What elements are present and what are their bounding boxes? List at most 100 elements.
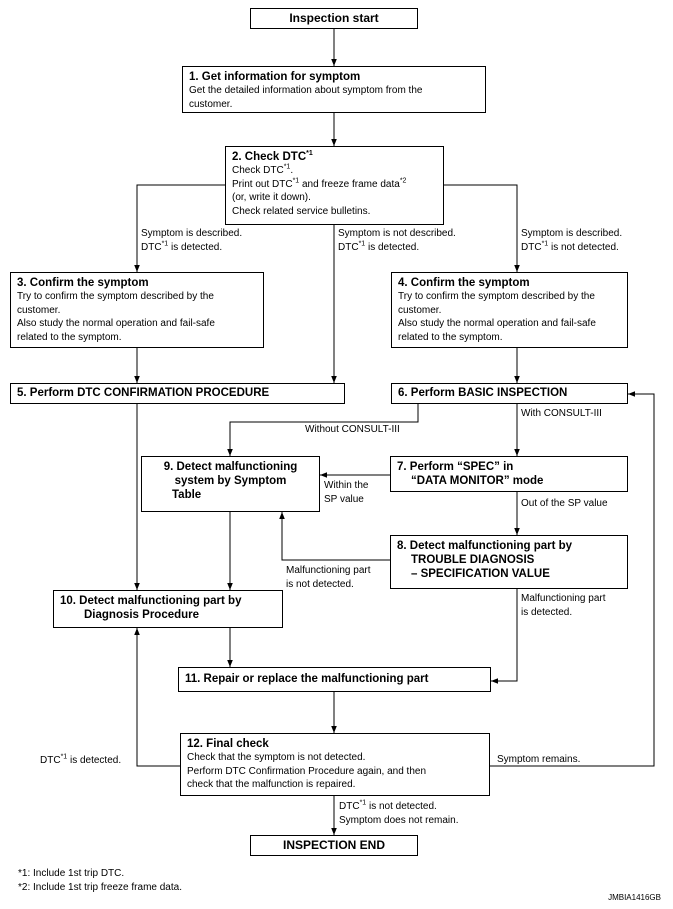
node-step-4: 4. Confirm the symptom Try to confirm th… bbox=[391, 272, 628, 348]
label-out-of-sp: Out of the SP value bbox=[521, 498, 608, 509]
node-step-8: 8. Detect malfunctioning part by TROUBLE… bbox=[390, 535, 628, 589]
step-12-line: Perform DTC Confirmation Procedure again… bbox=[187, 765, 427, 777]
label-symptom-remains: Symptom remains. bbox=[497, 754, 581, 765]
label-line: Within the bbox=[324, 480, 369, 491]
label-symptom-described-dtc-not-detected: Symptom is described. DTC*1 is not detec… bbox=[521, 227, 622, 254]
arrow-2-to-4 bbox=[444, 184, 520, 272]
step-2-line: Print out DTC*1 and freeze frame data*2 bbox=[232, 177, 437, 192]
footnote-ref: *1 bbox=[283, 163, 291, 171]
label-text: DTC bbox=[338, 241, 359, 253]
step-10-title-line: Diagnosis Procedure bbox=[84, 609, 200, 621]
step-4-line: customer. bbox=[398, 304, 442, 316]
label-malfunction-not-detected: Malfunctioning part is not detected. bbox=[286, 564, 371, 591]
step-1-title: 1. Get information for symptom bbox=[189, 71, 361, 83]
arrow-8-to-9 bbox=[279, 512, 390, 561]
step-3-line: related to the symptom. bbox=[17, 331, 122, 343]
label-without-consult: Without CONSULT-III bbox=[305, 424, 400, 435]
label-dtc-detected: DTC*1 is detected. bbox=[40, 754, 121, 768]
node-step-10: 10. Detect malfunctioning part by Diagno… bbox=[53, 590, 283, 628]
label-line: is not detected. bbox=[286, 578, 354, 590]
step-12-title: 12. Final check bbox=[187, 738, 269, 750]
node-inspection-start-label: Inspection start bbox=[289, 10, 379, 25]
label-dtc-not-detected-symptom-gone: DTC*1 is not detected. Symptom does not … bbox=[339, 800, 459, 827]
step-12-line: Check that the symptom is not detected. bbox=[187, 752, 366, 763]
label-line: DTC*1 is detected. bbox=[338, 240, 456, 255]
label-text: is detected. bbox=[67, 755, 122, 766]
footnote-ref: *1 bbox=[60, 753, 68, 761]
label-line: Symptom is not described. bbox=[338, 228, 456, 239]
label-line: Symptom is described. bbox=[521, 228, 623, 239]
step-2-line: Check related service bulletins. bbox=[232, 205, 371, 217]
node-step-5: 5. Perform DTC CONFIRMATION PROCEDURE bbox=[10, 383, 345, 404]
step-8-title-line: 8. Detect malfunctioning part by bbox=[397, 540, 573, 552]
step-9-title-line: Table bbox=[172, 489, 202, 501]
step-4-line: Also study the normal operation and fail… bbox=[398, 318, 596, 329]
label-text: DTC bbox=[141, 241, 162, 253]
step-2-title: 2. Check DTC*1 bbox=[232, 150, 437, 164]
label-text: DTC bbox=[521, 241, 542, 253]
label-line: Symptom is described. bbox=[141, 228, 243, 239]
label-line: Symptom does not remain. bbox=[339, 814, 459, 826]
step-2-line: Check DTC*1. bbox=[232, 164, 437, 178]
arrow-8-to-11 bbox=[491, 589, 518, 684]
label-text: is detected. bbox=[168, 241, 223, 253]
step-4-title: 4. Confirm the symptom bbox=[398, 277, 530, 289]
label-line: is detected. bbox=[521, 606, 573, 618]
label-malfunction-detected: Malfunctioning part is detected. bbox=[521, 592, 606, 619]
label-line: SP value bbox=[324, 493, 364, 505]
step-5-title: 5. Perform DTC CONFIRMATION PROCEDURE bbox=[17, 387, 270, 399]
step-9-title-line: system by Symptom bbox=[174, 475, 287, 487]
node-step-1: 1. Get information for symptom Get the d… bbox=[182, 66, 486, 113]
footnote-ref: *1 bbox=[358, 240, 366, 248]
step-8-title-line: TROUBLE DIAGNOSIS bbox=[411, 554, 535, 566]
footnote-ref: *1 bbox=[161, 240, 169, 248]
step-8-title-line: – SPECIFICATION VALUE bbox=[411, 568, 550, 580]
footnote-2: *2: Include 1st trip freeze frame data. bbox=[18, 882, 182, 893]
label-text: DTC bbox=[339, 801, 360, 812]
node-step-3: 3. Confirm the symptom Try to confirm th… bbox=[10, 272, 264, 348]
step-12-line: check that the malfunction is repaired. bbox=[187, 779, 356, 790]
node-step-7: 7. Perform “SPEC” in “DATA MONITOR” mode bbox=[390, 456, 628, 492]
label-line: Malfunctioning part bbox=[286, 565, 371, 576]
step-3-line: Try to confirm the symptom described by … bbox=[17, 291, 214, 302]
node-step-12: 12. Final check Check that the symptom i… bbox=[180, 733, 490, 796]
step-1-line: Get the detailed information about sympt… bbox=[189, 85, 423, 96]
arrow-12-to-6 bbox=[490, 391, 655, 767]
label-text: DTC bbox=[40, 755, 61, 766]
label-text: is not detected. bbox=[548, 241, 619, 253]
label-text: is not detected. bbox=[366, 801, 437, 812]
footnote-ref: *1 bbox=[306, 150, 313, 158]
step-7-title-line: “DATA MONITOR” mode bbox=[411, 475, 544, 487]
node-inspection-end-label: INSPECTION END bbox=[282, 837, 385, 852]
step-2-line: (or, write it down). bbox=[232, 192, 311, 203]
node-inspection-start: Inspection start bbox=[250, 8, 418, 29]
arrow-6-to-9 bbox=[227, 404, 419, 456]
step-7-title-line: 7. Perform “SPEC” in bbox=[397, 461, 514, 473]
arrow-12-to-10 bbox=[134, 628, 180, 767]
step-3-line: Also study the normal operation and fail… bbox=[17, 318, 215, 329]
node-inspection-end: INSPECTION END bbox=[250, 835, 418, 856]
label-line: DTC*1 is not detected. bbox=[339, 800, 459, 814]
label-with-consult: With CONSULT-III bbox=[521, 408, 602, 419]
step-2-line-text: Print out DTC bbox=[232, 178, 293, 190]
node-step-6: 6. Perform BASIC INSPECTION bbox=[391, 383, 628, 404]
step-3-line: customer. bbox=[17, 304, 61, 316]
step-1-line: customer. bbox=[189, 98, 233, 110]
label-symptom-described-dtc-detected: Symptom is described. DTC*1 is detected. bbox=[141, 227, 242, 254]
step-2-line-text: Check DTC bbox=[232, 165, 284, 176]
label-text: is detected. bbox=[365, 241, 420, 253]
step-2-line-text: and freeze frame data bbox=[299, 178, 400, 190]
step-9-title-line: 9. Detect malfunctioning bbox=[163, 461, 298, 473]
arrow-2-to-3 bbox=[134, 184, 225, 272]
node-step-9: 9. Detect malfunctioning system by Sympt… bbox=[141, 456, 320, 512]
label-line: DTC*1 is detected. bbox=[141, 240, 242, 255]
node-step-11: 11. Repair or replace the malfunctioning… bbox=[178, 667, 491, 692]
step-11-title: 11. Repair or replace the malfunctioning… bbox=[185, 673, 429, 685]
label-line: DTC*1 is not detected. bbox=[521, 240, 622, 255]
step-10-title-line: 10. Detect malfunctioning part by bbox=[60, 595, 242, 607]
footnote-1: *1: Include 1st trip DTC. bbox=[18, 868, 125, 879]
step-2-title-text: 2. Check DTC bbox=[232, 151, 307, 163]
step-2-line-text: . bbox=[290, 165, 294, 176]
step-6-title: 6. Perform BASIC INSPECTION bbox=[398, 387, 568, 399]
